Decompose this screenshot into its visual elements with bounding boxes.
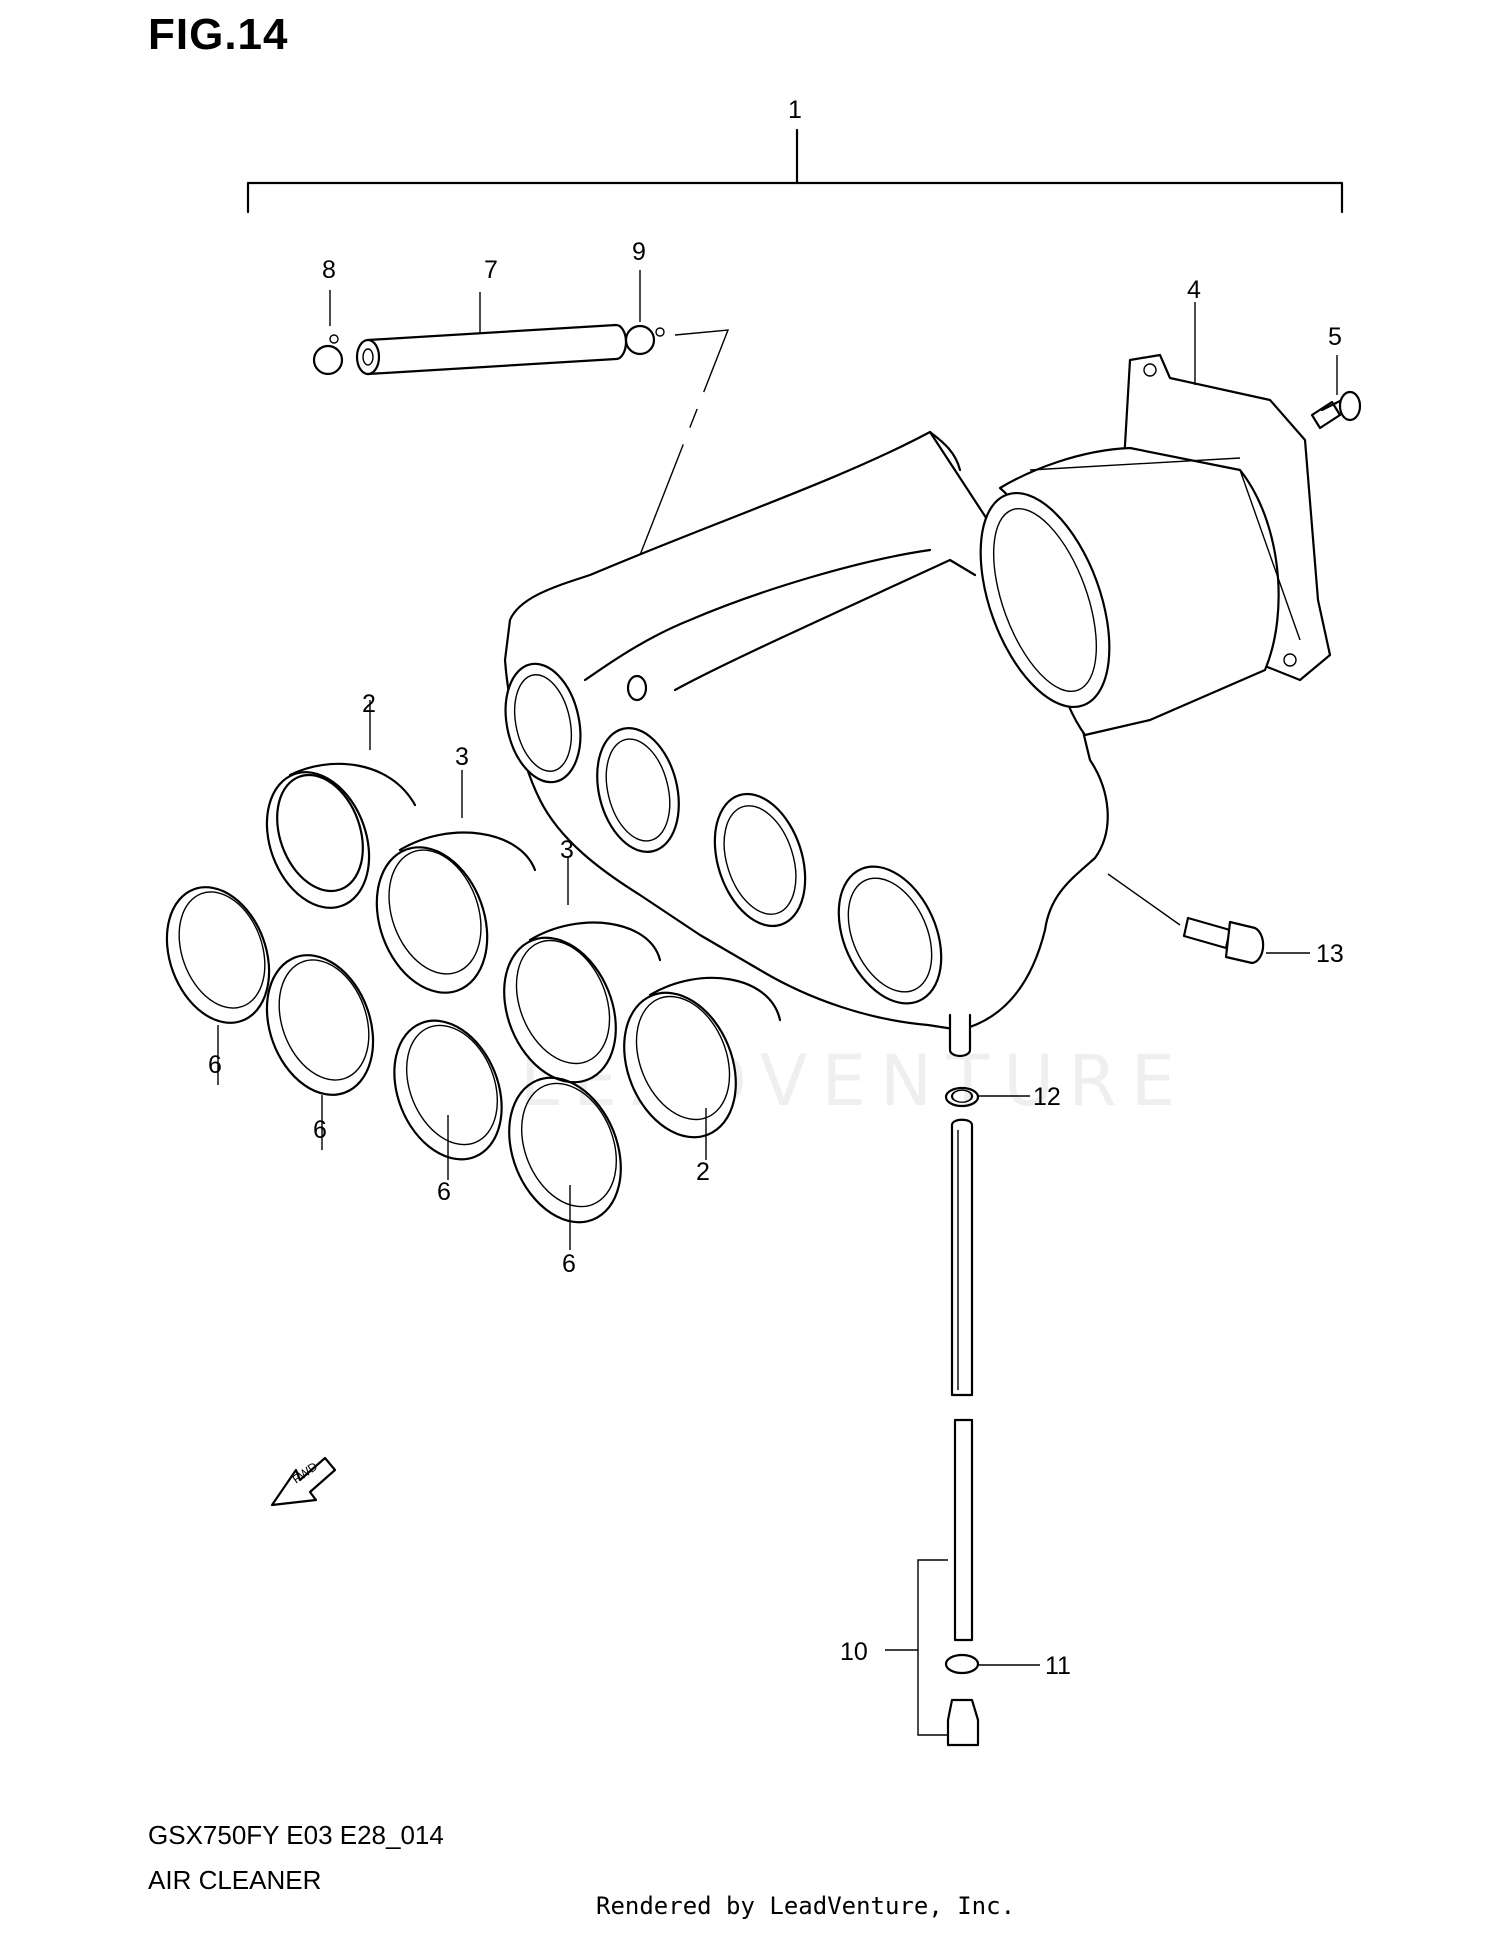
callout-10: 10 xyxy=(840,1638,868,1666)
clip-9 xyxy=(587,270,730,689)
hose-clamp-6b xyxy=(265,954,375,1150)
intake-pipe-2a xyxy=(265,700,417,909)
callout-2: 2 xyxy=(362,690,376,718)
clip-8 xyxy=(312,290,344,376)
callout-1: 1 xyxy=(788,96,802,124)
screw-13 xyxy=(1107,873,1310,965)
callout-12: 12 xyxy=(1033,1083,1061,1111)
render-credit: Rendered by LeadVenture, Inc. xyxy=(596,1892,1016,1920)
assembly-bracket xyxy=(246,128,1344,214)
callout-3: 3 xyxy=(560,836,574,864)
callout-11: 11 xyxy=(1045,1652,1071,1680)
air-filter-element xyxy=(979,302,1332,737)
air-cleaner-case xyxy=(503,430,1109,1058)
callout-7: 7 xyxy=(484,256,498,284)
callout-5: 5 xyxy=(1328,323,1342,351)
callout-9: 9 xyxy=(632,238,646,266)
callout-6: 6 xyxy=(208,1051,222,1079)
callout-2: 2 xyxy=(696,1158,710,1186)
intake-pipe-2b xyxy=(623,976,782,1160)
callout-6: 6 xyxy=(313,1116,327,1144)
callout-8: 8 xyxy=(322,256,336,284)
callout-3: 3 xyxy=(455,743,469,771)
callout-6: 6 xyxy=(562,1250,576,1278)
callout-4: 4 xyxy=(1187,276,1201,304)
intake-pipe-3b xyxy=(503,858,662,1084)
hose-clamp-6c xyxy=(393,1019,503,1180)
screw-5 xyxy=(1310,355,1362,430)
drain-hose xyxy=(885,1086,1040,1747)
fwd-arrow-icon: FWD xyxy=(270,1456,337,1507)
section-name: AIR CLEANER xyxy=(148,1865,322,1895)
figure-title: FIG.14 xyxy=(148,10,289,59)
model-code: GSX750FY E03 E28_014 xyxy=(148,1820,444,1850)
intake-pipe-3a xyxy=(375,770,537,994)
hose-clamp-6a xyxy=(165,886,271,1085)
watermark: LEADVENTURE xyxy=(520,1040,1189,1122)
hose-clamp-6d xyxy=(508,1076,622,1250)
callout-6: 6 xyxy=(437,1178,451,1206)
callout-13: 13 xyxy=(1316,940,1344,968)
breather-hose xyxy=(355,292,628,376)
